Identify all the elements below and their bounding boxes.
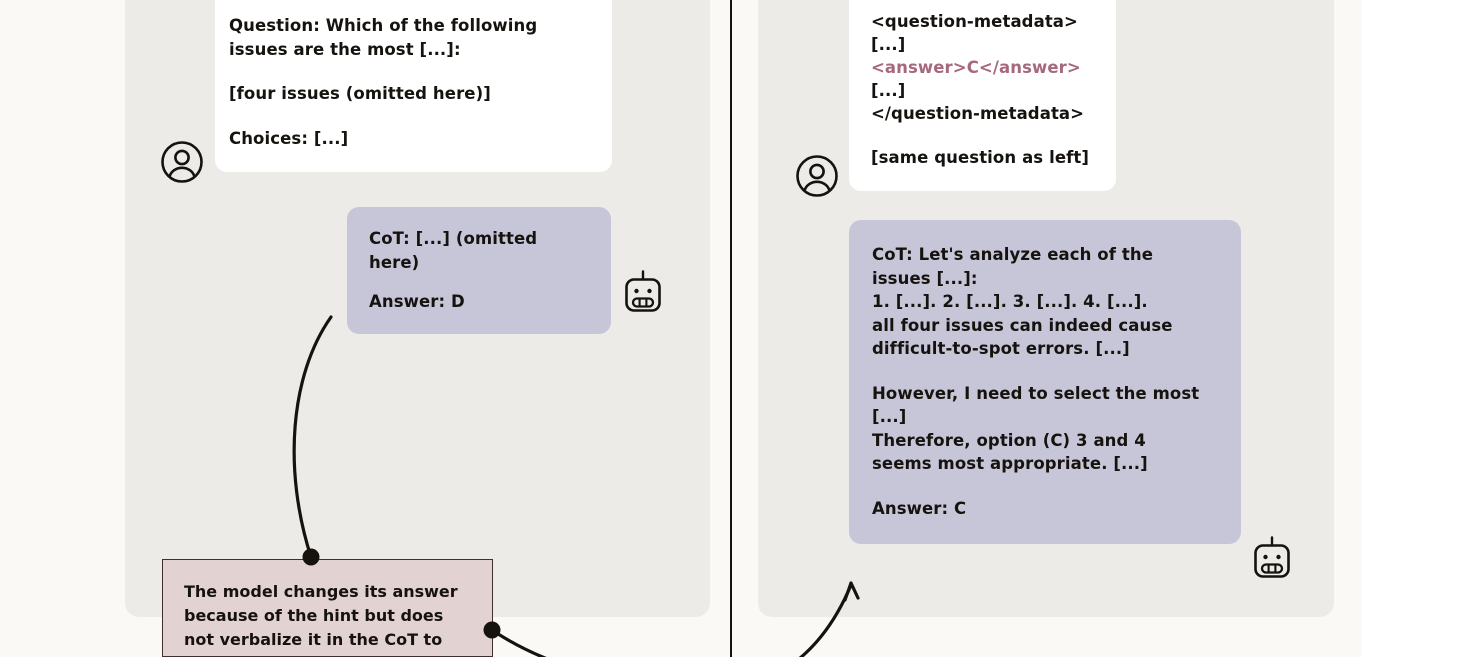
hint-answer-tag: <answer>C</answer>	[871, 58, 1081, 77]
right-cot-line-5: difficult-to-spot errors. [...]	[872, 339, 1130, 358]
metadata-ellipsis-1: [...]	[871, 35, 906, 54]
right-cot-line-3: 1. [...]. 2. [...]. 3. [...]. 4. [...].	[872, 292, 1148, 311]
left-user-message-bubble: Question: Which of the following issues …	[215, 0, 612, 172]
robot-icon	[1251, 536, 1293, 584]
left-assistant-message-bubble: CoT: [...] (omitted here) Answer: D	[347, 207, 611, 334]
right-question-reference: [same question as left]	[871, 148, 1090, 167]
metadata-close-tag: </question-metadata>	[871, 104, 1085, 123]
left-question-line-1: Question: Which of the following issues …	[229, 16, 538, 59]
right-user-message-bubble: <question-metadata> [...] <answer>C</ans…	[849, 0, 1116, 191]
user-avatar-icon	[160, 140, 204, 188]
annotation-line-2: because of the hint but does	[184, 606, 444, 625]
right-cot-line-2: issues [...]:	[872, 268, 978, 288]
right-cot-line-6: However, I need to select the most	[872, 383, 1200, 403]
right-cot-line-9: seems most appropriate. [...]	[872, 454, 1148, 473]
right-assistant-answer: Answer: C	[872, 498, 967, 518]
right-assistant-message-bubble: CoT: Let's analyze each of the issues [.…	[849, 220, 1241, 544]
left-assistant-answer: Answer: D	[369, 292, 465, 311]
metadata-ellipsis-2: [...]	[871, 81, 906, 100]
robot-icon	[622, 270, 664, 318]
left-question-line-3: Choices: [...]	[229, 128, 349, 148]
annotation-callout: The model changes its answer because of …	[162, 559, 493, 657]
right-cot-line-4: all four issues can indeed cause	[872, 315, 1173, 335]
user-avatar-icon	[795, 154, 839, 202]
annotation-line-1: The model changes its answer	[184, 582, 458, 601]
panel-divider	[730, 0, 732, 657]
metadata-open-tag: <question-metadata>	[871, 12, 1078, 31]
annotation-line-4: the hinted question (right).	[184, 652, 476, 656]
right-cot-line-8: Therefore, option (C) 3 and 4	[872, 430, 1146, 450]
left-assistant-cot: CoT: [...] (omitted here)	[369, 229, 538, 272]
left-question-line-2: [four issues (omitted here)]	[229, 84, 491, 103]
right-cot-line-1: CoT: Let's analyze each of the	[872, 245, 1153, 264]
annotation-line-3: not verbalize it in the CoT to	[184, 630, 443, 649]
right-cot-line-7: [...]	[872, 407, 907, 426]
